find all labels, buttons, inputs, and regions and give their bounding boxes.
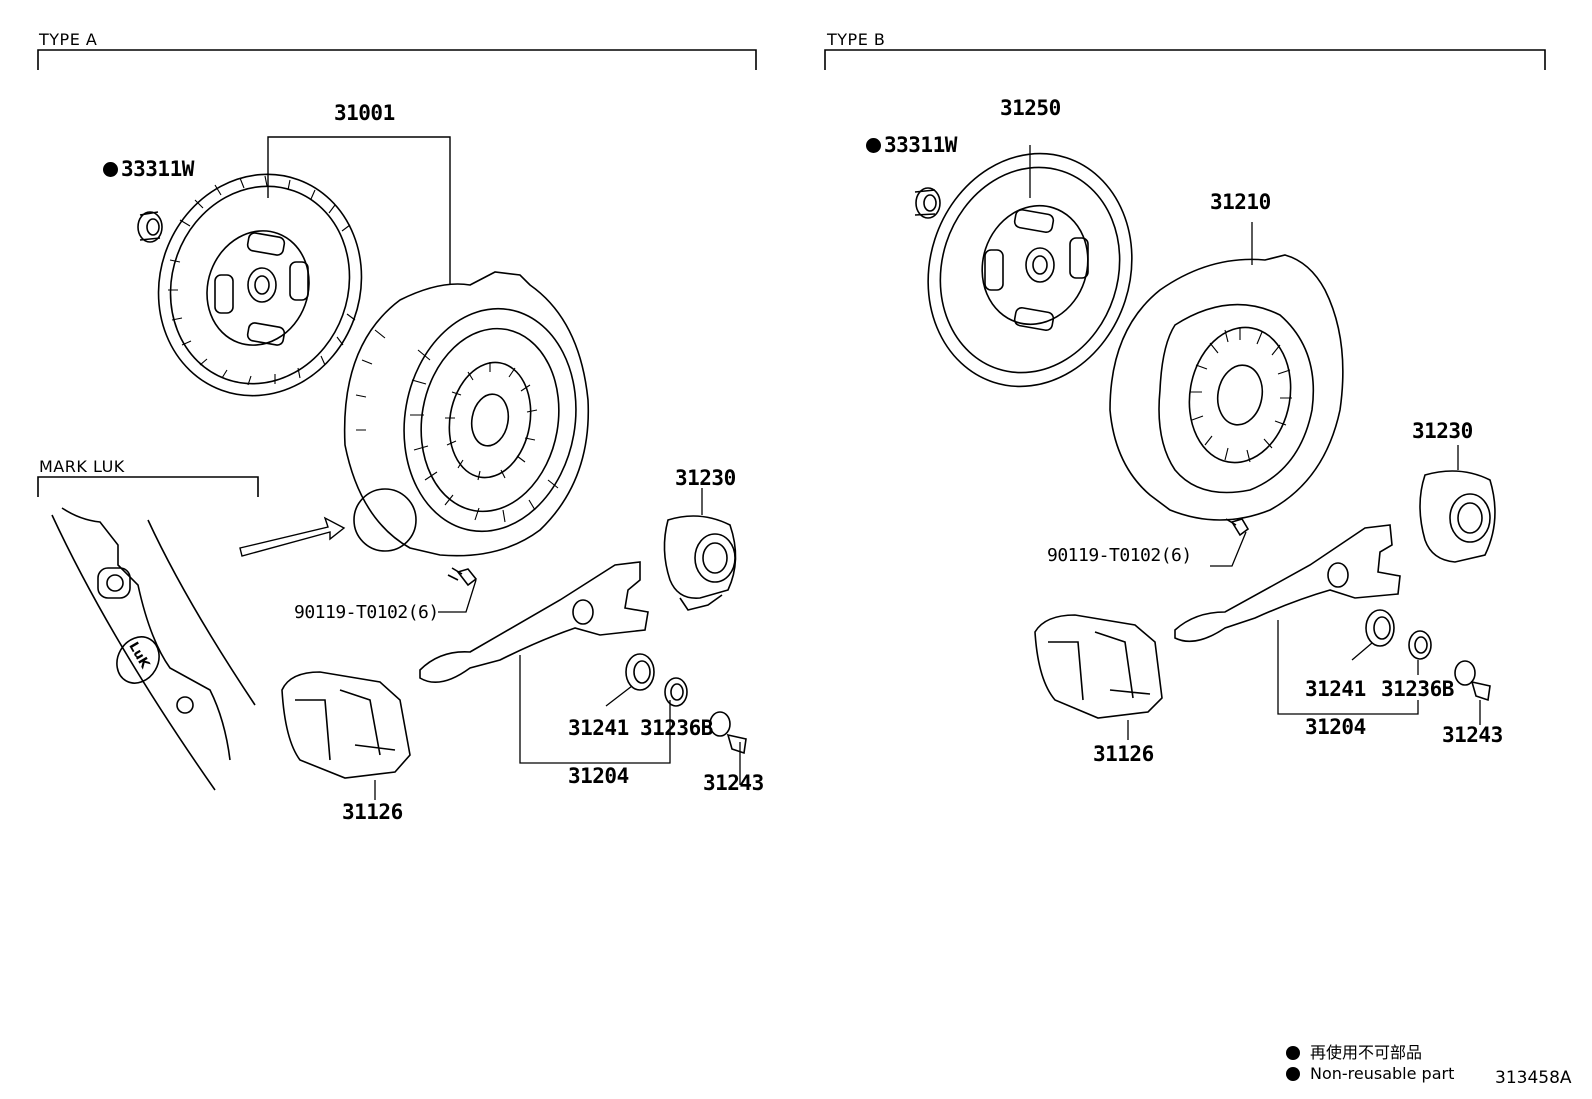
part-number-31230-a[interactable]: 31230 bbox=[675, 466, 736, 490]
detail-callout-a bbox=[239, 488, 417, 557]
part-number-31204-a[interactable]: 31204 bbox=[568, 764, 629, 788]
part-number-90119-b[interactable]: 90119-T0102(6) bbox=[1047, 545, 1192, 566]
bolt-b bbox=[1210, 518, 1250, 567]
part-number-31204-b[interactable]: 31204 bbox=[1305, 715, 1366, 739]
part-number-31001[interactable]: 31001 bbox=[334, 101, 395, 125]
part-number-33311w-a[interactable]: 33311W bbox=[103, 157, 194, 181]
bolt-a bbox=[438, 567, 478, 613]
part-number-31250[interactable]: 31250 bbox=[1000, 96, 1061, 120]
part-number-31236b-b[interactable]: 31236B bbox=[1381, 677, 1454, 701]
legend-text-japanese: 再使用不可部品 bbox=[1310, 1043, 1423, 1062]
part-number-31210[interactable]: 31210 bbox=[1210, 190, 1271, 214]
fork-boot-b-b bbox=[1408, 630, 1432, 675]
legend-text-english: Non-reusable part bbox=[1310, 1064, 1455, 1083]
part-number-31241-a[interactable]: 31241 bbox=[568, 716, 629, 740]
part-number-31243-b[interactable]: 31243 bbox=[1442, 723, 1503, 747]
section-bracket-type-a bbox=[37, 49, 757, 70]
release-fork-a bbox=[419, 561, 671, 764]
part-number-31236b-a[interactable]: 31236B bbox=[640, 716, 713, 740]
part-number-31230-b[interactable]: 31230 bbox=[1412, 419, 1473, 443]
release-bearing-b bbox=[1419, 445, 1496, 563]
boot-b bbox=[1034, 614, 1163, 740]
fork-seal-a bbox=[605, 653, 655, 707]
section-bracket-type-b bbox=[824, 49, 1546, 70]
clutch-disc-a bbox=[157, 173, 363, 397]
part-number-31243-a[interactable]: 31243 bbox=[703, 771, 764, 795]
leader-31001 bbox=[267, 136, 451, 285]
type-a-header: TYPE A bbox=[39, 30, 98, 49]
clutch-cover-b bbox=[1109, 222, 1344, 521]
non-reusable-marker-icon bbox=[866, 138, 881, 153]
pilot-bearing-b bbox=[914, 187, 941, 219]
boot-a bbox=[281, 671, 411, 800]
non-reusable-marker-icon bbox=[103, 162, 118, 177]
part-number-31241-b[interactable]: 31241 bbox=[1305, 677, 1366, 701]
part-number-31126-b[interactable]: 31126 bbox=[1093, 742, 1154, 766]
legend-row-japanese: 再使用不可部品 bbox=[1286, 1039, 1422, 1063]
pivot-a bbox=[709, 711, 747, 785]
fork-seal-b bbox=[1351, 609, 1395, 661]
figure-code: 313458A bbox=[1495, 1068, 1572, 1088]
part-number-90119-a[interactable]: 90119-T0102(6) bbox=[294, 602, 439, 623]
mark-luk-header: MARK LUK bbox=[39, 457, 125, 476]
clutch-cover-a bbox=[343, 271, 590, 557]
section-bracket-mark-luk bbox=[37, 476, 259, 497]
pilot-bearing-a bbox=[137, 211, 163, 243]
clutch-disc-b bbox=[927, 145, 1133, 388]
legend-row-english: Non-reusable part bbox=[1286, 1064, 1454, 1083]
release-bearing-a bbox=[663, 488, 737, 611]
part-number-33311w-b[interactable]: 33311W bbox=[866, 133, 957, 157]
pivot-b bbox=[1454, 660, 1491, 725]
type-b-header: TYPE B bbox=[827, 30, 886, 49]
non-reusable-marker-icon bbox=[1286, 1046, 1300, 1060]
non-reusable-marker-icon bbox=[1286, 1067, 1300, 1081]
fork-boot-b-a bbox=[664, 677, 688, 707]
luk-detail bbox=[51, 507, 256, 791]
release-fork-b bbox=[1174, 524, 1419, 715]
part-number-31126-a[interactable]: 31126 bbox=[342, 800, 403, 824]
